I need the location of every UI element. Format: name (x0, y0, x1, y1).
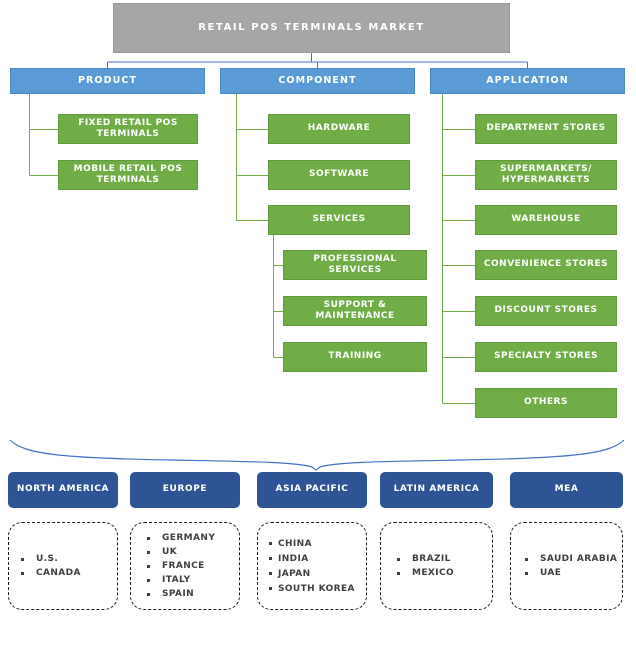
country-list-europe: GERMANY UK FRANCE ITALY SPAIN (130, 522, 240, 610)
bullet-icon (269, 572, 272, 575)
country-item: INDIA (269, 551, 364, 566)
country-label: JAPAN (278, 568, 311, 579)
country-item: SOUTH KOREA (269, 581, 364, 596)
region-europe: EUROPE (130, 472, 240, 508)
node-support-maintenance: SUPPORT & MAINTENANCE (283, 296, 427, 326)
node-services: SERVICES (268, 205, 410, 235)
country-item: UK (147, 545, 237, 559)
category-product: PRODUCT (10, 68, 205, 94)
country-label: GERMANY (162, 533, 216, 543)
node-specialty-stores: SPECIALTY STORES (475, 342, 617, 372)
root-to-categories-connector (107, 53, 528, 68)
bullet-icon (269, 557, 272, 560)
country-label: MEXICO (412, 568, 455, 578)
country-label: UK (162, 547, 178, 557)
country-label: INDIA (278, 553, 309, 564)
node-professional-services: PROFESSIONAL SERVICES (283, 250, 427, 280)
country-list-latin-america: BRAZIL MEXICO (380, 522, 493, 610)
node-warehouse: WAREHOUSE (475, 205, 617, 235)
country-label: U.S. (36, 554, 59, 564)
bullet-icon (525, 557, 528, 561)
country-item: SPAIN (147, 587, 237, 601)
bullet-icon (21, 571, 24, 575)
bullet-icon (525, 571, 528, 575)
bullet-icon (397, 571, 400, 575)
category-component: COMPONENT (220, 68, 415, 94)
country-item: ITALY (147, 573, 237, 587)
country-item: U.S. (21, 552, 115, 566)
bullet-icon (397, 557, 400, 561)
country-item: UAE (525, 566, 620, 580)
country-item: BRAZIL (397, 552, 490, 566)
region-latin-america: LATIN AMERICA (380, 472, 493, 508)
country-list-mea: SAUDI ARABIA UAE (510, 522, 623, 610)
country-list-north-america: U.S. CANADA (8, 522, 118, 610)
country-item: MEXICO (397, 566, 490, 580)
bullet-icon (147, 536, 150, 540)
bullet-icon (147, 592, 150, 596)
node-hardware: HARDWARE (268, 114, 410, 144)
node-training: TRAINING (283, 342, 427, 372)
region-north-america: NORTH AMERICA (8, 472, 118, 508)
country-list-asia-pacific: CHINA INDIA JAPAN SOUTH KOREA (257, 522, 367, 610)
component-tree-connector (236, 94, 268, 221)
brace-curve (9, 439, 625, 471)
country-label: BRAZIL (412, 554, 451, 564)
node-department-stores: DEPARTMENT STORES (475, 114, 617, 144)
product-tree-connector (29, 94, 58, 176)
node-convenience-stores: CONVENIENCE STORES (475, 250, 617, 280)
country-label: FRANCE (162, 561, 205, 571)
node-software: SOFTWARE (268, 160, 410, 190)
country-item: GERMANY (147, 531, 237, 545)
node-discount-stores: DISCOUNT STORES (475, 296, 617, 326)
country-item: FRANCE (147, 559, 237, 573)
country-item: CANADA (21, 566, 115, 580)
country-item: JAPAN (269, 566, 364, 581)
country-label: SAUDI ARABIA (540, 554, 618, 564)
country-label: UAE (540, 568, 562, 578)
node-supermarkets-hypermarkets: SUPERMARKETS/ HYPERMARKETS (475, 160, 617, 190)
services-subtree-connector (273, 235, 283, 358)
region-mea: MEA (510, 472, 623, 508)
node-fixed-retail-pos-terminals: FIXED RETAIL POS TERMINALS (58, 114, 198, 144)
country-label: ITALY (162, 575, 191, 585)
bullet-icon (269, 587, 272, 590)
category-application: APPLICATION (430, 68, 625, 94)
node-others: OTHERS (475, 388, 617, 418)
region-asia-pacific: ASIA PACIFIC (257, 472, 367, 508)
country-item: SAUDI ARABIA (525, 552, 620, 566)
node-mobile-retail-pos-terminals: MOBILE RETAIL POS TERMINALS (58, 160, 198, 190)
root-node-title: RETAIL POS TERMINALS MARKET (113, 3, 510, 53)
application-tree-connector (442, 94, 475, 404)
country-label: SOUTH KOREA (278, 583, 355, 594)
bullet-icon (147, 578, 150, 582)
country-label: SPAIN (162, 589, 195, 599)
country-item: CHINA (269, 536, 364, 551)
bullet-icon (147, 550, 150, 554)
country-label: CANADA (36, 568, 81, 578)
bullet-icon (21, 557, 24, 561)
bullet-icon (269, 542, 272, 545)
bullet-icon (147, 564, 150, 568)
country-label: CHINA (278, 538, 312, 549)
